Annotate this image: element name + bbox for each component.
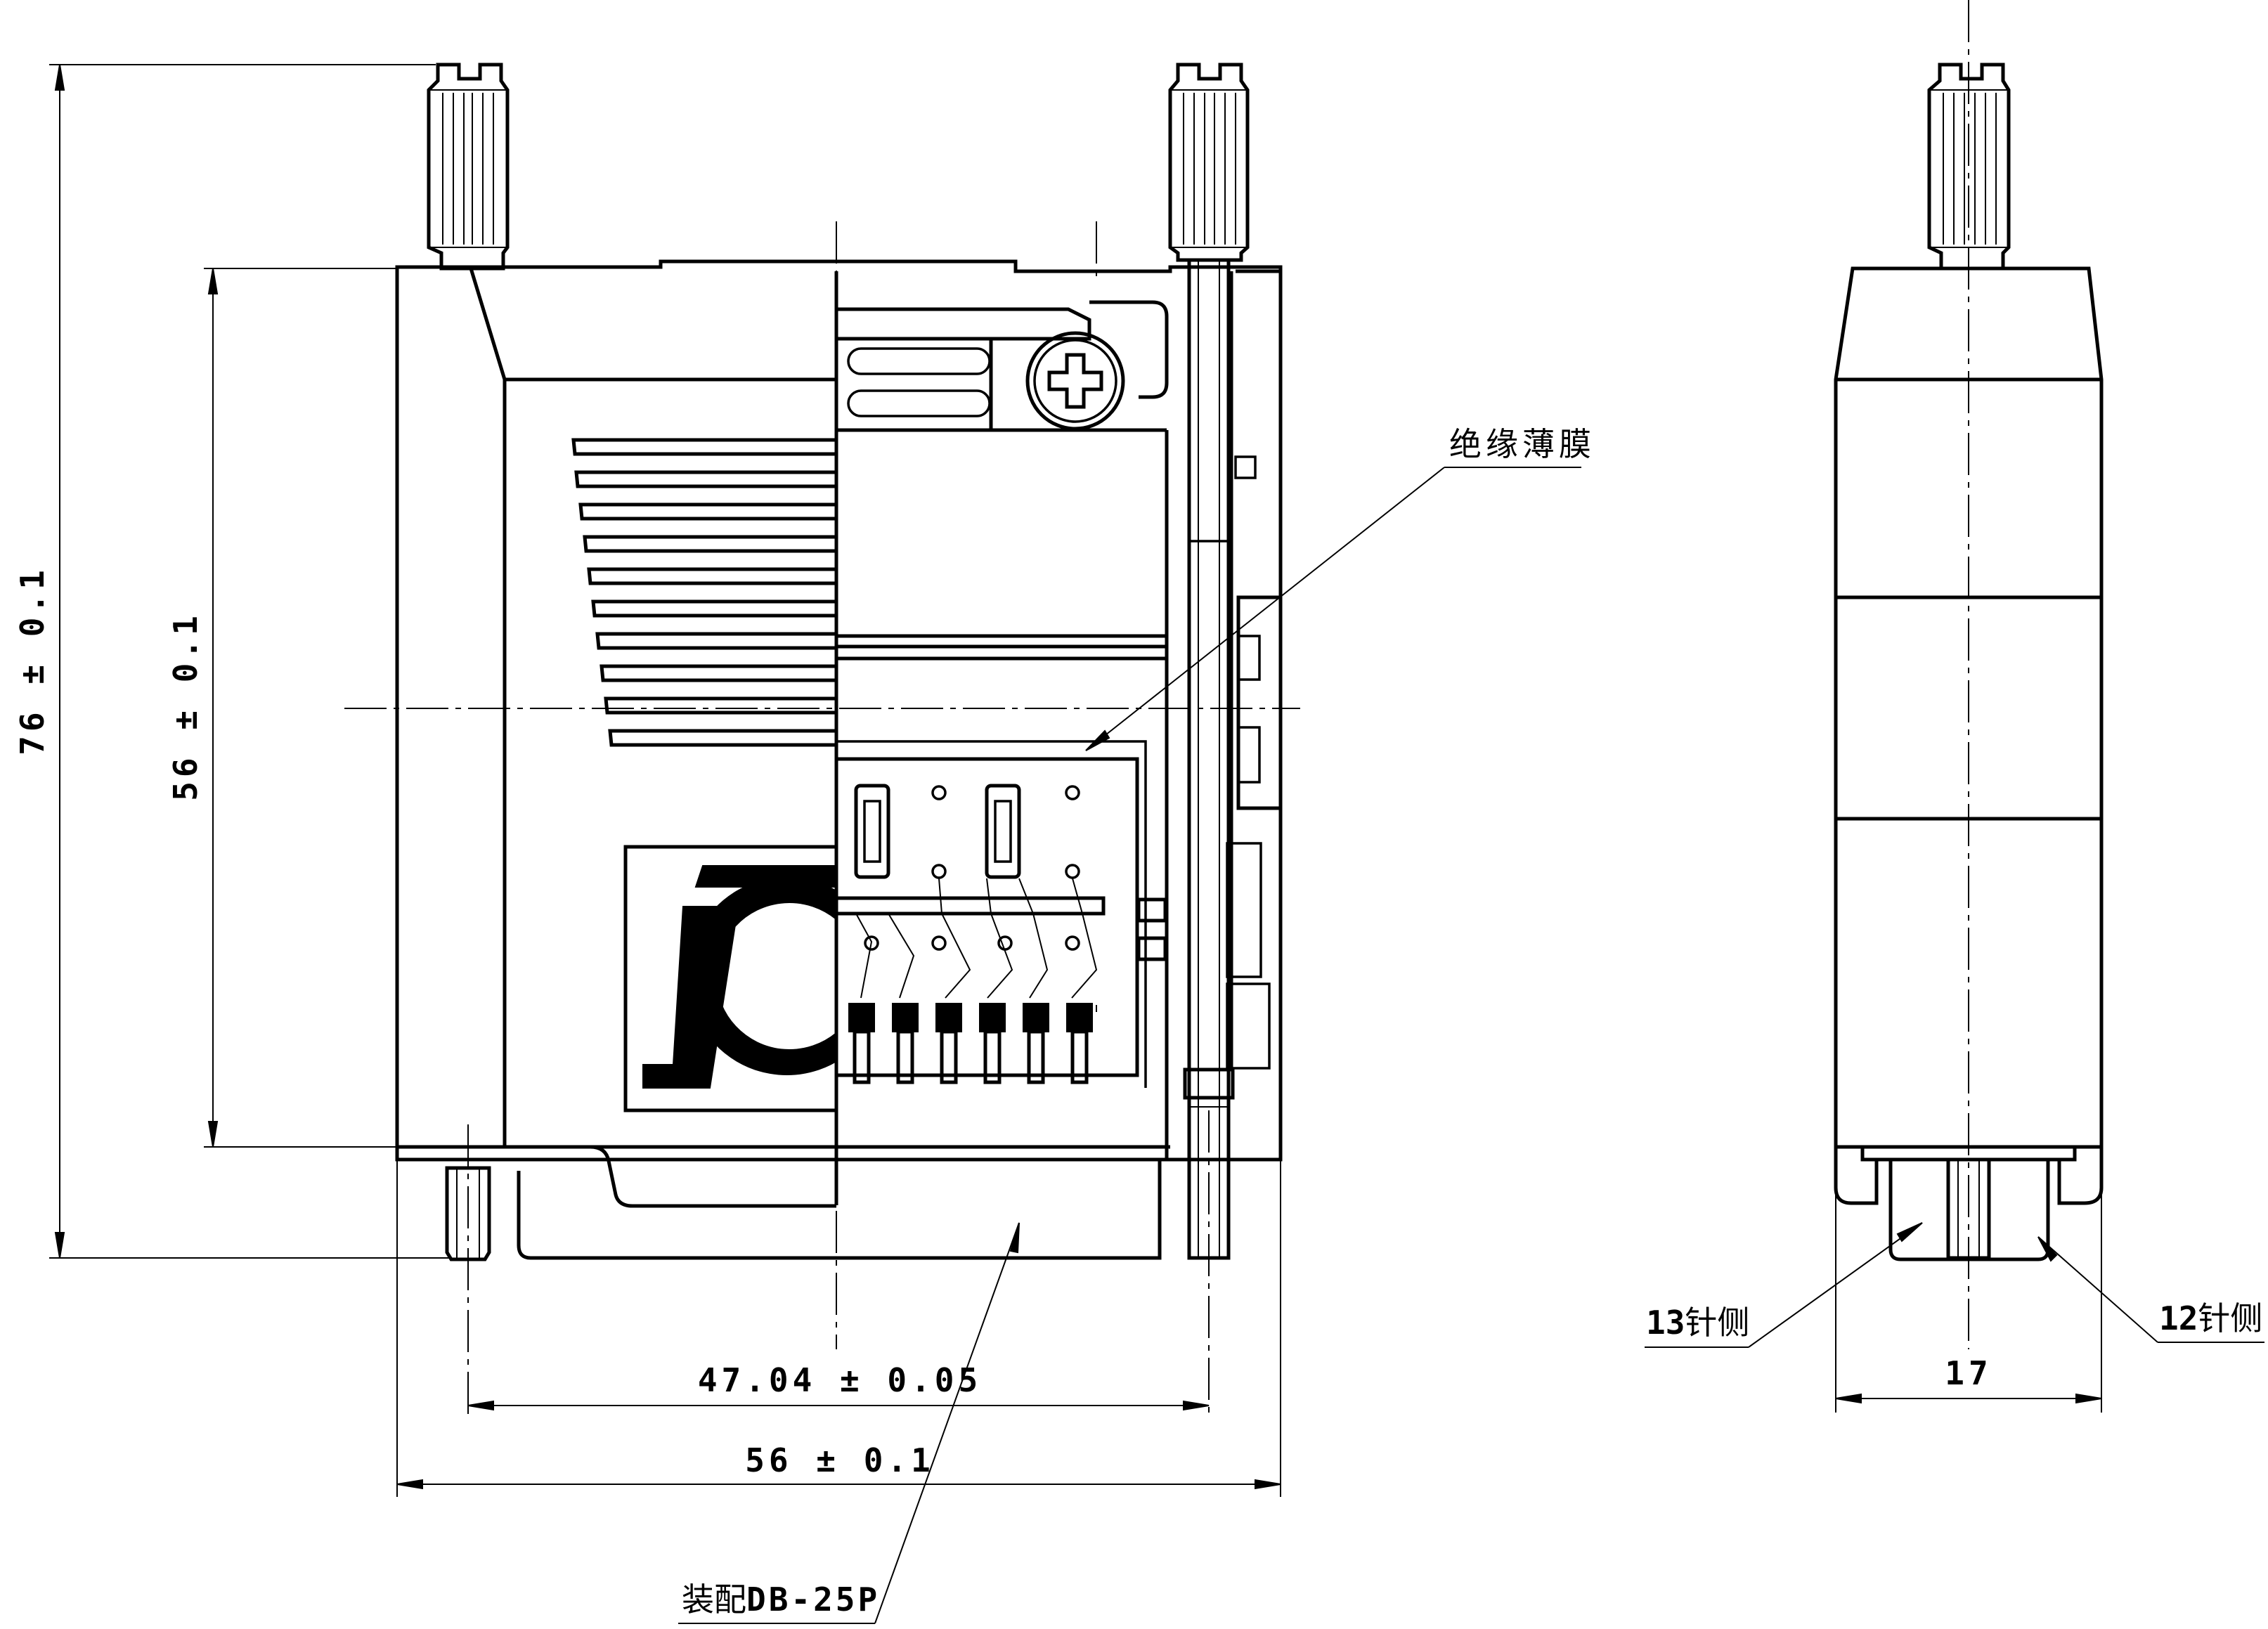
dim-body-height: 56 ± 0.1: [167, 611, 205, 801]
label-13-num: 13: [1646, 1304, 1685, 1342]
front-centerlines: [344, 221, 1300, 1420]
left-knurl-lines: [442, 93, 494, 245]
right-thumbscrew: [1168, 63, 1250, 1260]
side-dimensions: 17 13针侧 12针侧: [1645, 1195, 2264, 1413]
housing: [395, 259, 1283, 1260]
side-knurl-lines: [1943, 93, 1997, 245]
phillips-screw-icon: [1025, 331, 1125, 431]
socket-contacts: [854, 784, 1021, 879]
label-insulation-film: 绝缘薄膜: [1449, 425, 1595, 463]
grip-ribs: [571, 438, 838, 747]
brand-logo: [623, 845, 838, 1112]
label-13-text: 针侧: [1685, 1304, 1749, 1342]
label-mating-part: 装配DB-25P: [682, 1581, 880, 1618]
internal-cutaway: [834, 271, 1169, 1205]
terminal-row: [848, 1003, 1093, 1084]
side-view: [1834, 0, 2104, 1349]
label-mating-part-number: DB-25P: [746, 1581, 880, 1618]
pin-holes: [864, 785, 1080, 951]
label-12-num: 12: [2159, 1299, 2198, 1337]
label-12-pin-side: 12针侧: [2159, 1299, 2262, 1337]
right-knurl-lines: [1183, 93, 1236, 245]
front-view: [344, 63, 1300, 1420]
dim-overall-height: 76 ± 0.1: [13, 566, 51, 755]
left-thumbscrew: [427, 63, 510, 1261]
front-dimensions: 76 ± 0.1 56 ± 0.1 47.04 ± 0.05 56 ± 0.1: [13, 64, 1281, 1497]
front-callouts: 绝缘薄膜 装配DB-25P: [678, 425, 1595, 1624]
label-12-text: 针侧: [2198, 1299, 2262, 1337]
lead-wires: [855, 878, 1098, 999]
dim-overall-width: 56 ± 0.1: [745, 1441, 935, 1479]
dim-screw-spacing: 47.04 ± 0.05: [698, 1361, 982, 1399]
dim-side-width: 17: [1945, 1354, 1992, 1392]
label-mating-prefix: 装配: [682, 1581, 746, 1618]
label-13-pin-side: 13针侧: [1646, 1304, 1749, 1342]
